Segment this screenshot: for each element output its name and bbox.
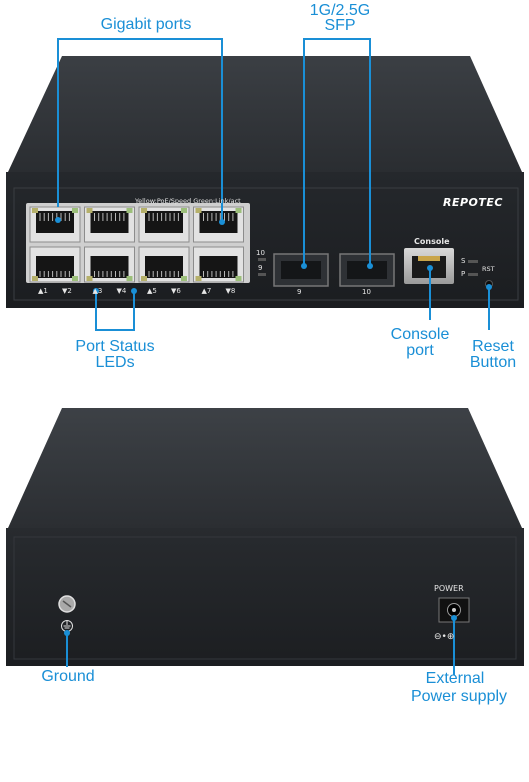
- rj45-port: [84, 206, 135, 243]
- rj45-port: [29, 206, 81, 243]
- port-led: [32, 208, 38, 213]
- sfp-led-label-9: 9: [258, 264, 263, 272]
- callout-leaders: [55, 38, 492, 331]
- callout-console-line1: Console: [390, 326, 450, 343]
- rj45-port: [193, 206, 244, 243]
- system-led-label-p: P: [461, 270, 466, 278]
- callout-power-line2: Power supply: [410, 688, 508, 705]
- port-led: [86, 208, 93, 213]
- sfp-cage-9: [273, 253, 329, 287]
- port-number-label: ▼8: [225, 287, 236, 295]
- console-label: Console: [414, 237, 450, 246]
- port-number-label: ▼4: [116, 287, 127, 295]
- sfp-led-label-10: 10: [256, 249, 265, 257]
- ground-screw: [58, 595, 76, 632]
- system-led-label-s: S: [461, 257, 466, 265]
- power-label: POWER: [434, 584, 464, 593]
- callout-console-line2: port: [406, 342, 434, 359]
- port-led: [126, 276, 133, 281]
- port-led: [86, 276, 93, 281]
- callout-power-line1: External: [425, 670, 485, 687]
- callout-reset-line2: Button: [469, 354, 517, 371]
- callout-gigabit-ports: Gigabit ports: [100, 16, 192, 33]
- port-led: [141, 208, 147, 213]
- back-switch-illustration: [6, 408, 524, 675]
- port-number-label: ▲1: [38, 287, 48, 295]
- callout-ground: Ground: [41, 668, 95, 685]
- chassis-rear: [6, 528, 524, 666]
- rj45-port: [193, 246, 244, 283]
- rj45-port: [138, 206, 190, 243]
- port-led: [181, 208, 187, 213]
- port-number-label: ▲5: [147, 287, 157, 295]
- reset-label: RST: [482, 265, 495, 273]
- front-switch-illustration: [6, 38, 524, 331]
- port-led: [32, 276, 38, 281]
- callout-sfp-line2: SFP: [324, 17, 356, 34]
- port-led: [126, 208, 133, 213]
- polarity-symbol: ⊖•⊕: [434, 632, 455, 642]
- chassis-top: [8, 56, 522, 172]
- sfp-label-9: 9: [297, 288, 302, 296]
- port-number-label: ▲3: [92, 287, 103, 295]
- port-led: [195, 208, 202, 213]
- callout-reset-line1: Reset: [472, 338, 514, 355]
- port-led: [141, 276, 147, 281]
- port-led: [72, 276, 78, 281]
- rj45-port: [138, 246, 190, 283]
- sfp-label-10: 10: [362, 288, 371, 296]
- callout-sfp-line1: 1G/2.5G: [309, 2, 371, 19]
- callout-port-status-line1: Port Status: [75, 338, 155, 355]
- brand-logo: REPOTEC: [443, 196, 503, 209]
- callout-port-status-line2: LEDs: [95, 354, 135, 371]
- port-number-row: ▲1 ▼2 ▲3 ▼4 ▲5 ▼6 ▲7 ▼8: [28, 287, 250, 297]
- rj45-port-block: [26, 203, 250, 283]
- port-led: [235, 276, 242, 281]
- port-number-label: ▼6: [171, 287, 181, 295]
- chassis-top-back: [8, 408, 522, 528]
- rj45-port: [29, 246, 81, 283]
- rj45-port: [84, 246, 135, 283]
- port-led: [235, 208, 242, 213]
- port-led: [195, 276, 202, 281]
- port-led: [72, 208, 78, 213]
- led-legend: Yellow:PoE/Speed Green:Link/act: [135, 197, 241, 205]
- port-number-label: ▼2: [62, 287, 72, 295]
- port-led: [181, 276, 187, 281]
- sfp-cage-10: [339, 253, 395, 287]
- port-number-label: ▲7: [201, 287, 212, 295]
